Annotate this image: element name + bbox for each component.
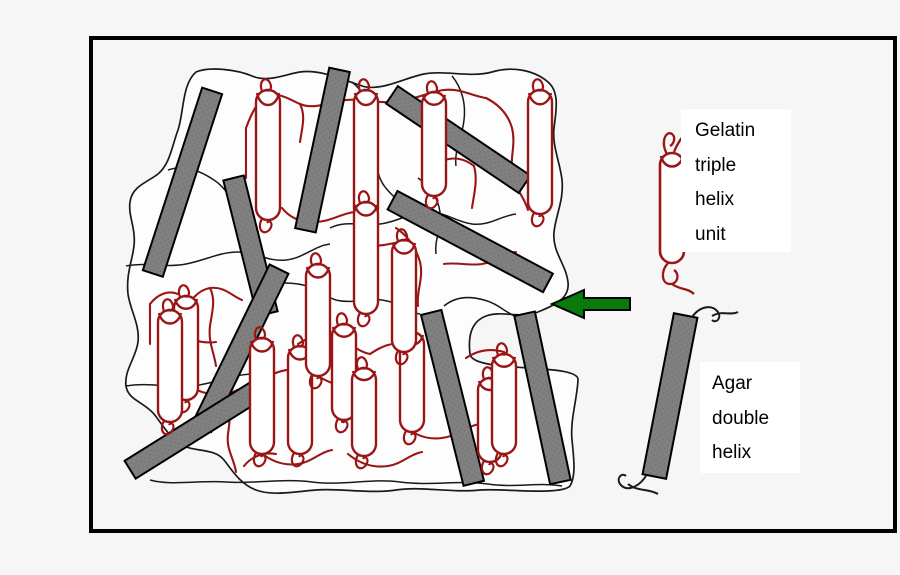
gelatin-unit	[526, 78, 554, 228]
red-strand	[208, 286, 218, 368]
agar-rod	[141, 86, 224, 278]
gelatin-label-line-1: Gelatin	[695, 120, 756, 141]
gelatin-unit	[390, 228, 418, 366]
gelatin-unit	[420, 80, 448, 210]
gelatin-units-group	[156, 78, 554, 476]
red-strand	[298, 102, 305, 144]
agar-rod	[293, 66, 351, 234]
gelatin-unit	[248, 326, 276, 468]
agar-label-line-2: double	[712, 407, 770, 429]
agar-double-helix-rod-icon	[617, 306, 739, 495]
gelatin-unit	[350, 356, 378, 470]
network-outline	[125, 68, 579, 495]
agar-rod	[513, 310, 572, 486]
red-strand	[148, 291, 180, 306]
gelatin-unit	[490, 342, 518, 468]
agar-rod	[419, 308, 486, 488]
gelatin-legend-label: Gelatin triple helix unit	[681, 109, 791, 252]
gelatin-unit	[156, 298, 184, 436]
network-inner-line-10	[451, 75, 466, 167]
agar-legend-label: Agar double helix	[700, 362, 800, 473]
red-strand	[258, 448, 334, 466]
gelatin-unit	[254, 78, 282, 234]
network-inner-line-9	[443, 296, 523, 319]
red-strand	[464, 348, 506, 360]
figure-frame	[89, 36, 897, 533]
red-strand	[470, 164, 477, 210]
agar-rod	[386, 189, 555, 294]
red-strand	[346, 450, 424, 468]
red-strand	[242, 452, 278, 468]
gelatin-unit	[352, 190, 380, 328]
gelatin-unit	[304, 252, 332, 390]
network-inner-line-8	[149, 479, 563, 487]
gelatin-triple-helix-unit-icon	[658, 129, 695, 295]
agar-label-line-3: helix	[712, 442, 752, 463]
gelatin-unit	[352, 78, 380, 234]
red-strand	[394, 226, 423, 308]
gel-network-region	[125, 68, 579, 495]
pointer-arrow	[549, 288, 631, 320]
gelatin-label-line-2: triple	[695, 154, 737, 176]
network-inner-line-2	[125, 243, 331, 267]
gelatin-label-line-3: helix	[695, 189, 735, 210]
agar-label-line-1: Agar	[712, 373, 753, 394]
gelatin-label-line-4: unit	[695, 223, 726, 245]
